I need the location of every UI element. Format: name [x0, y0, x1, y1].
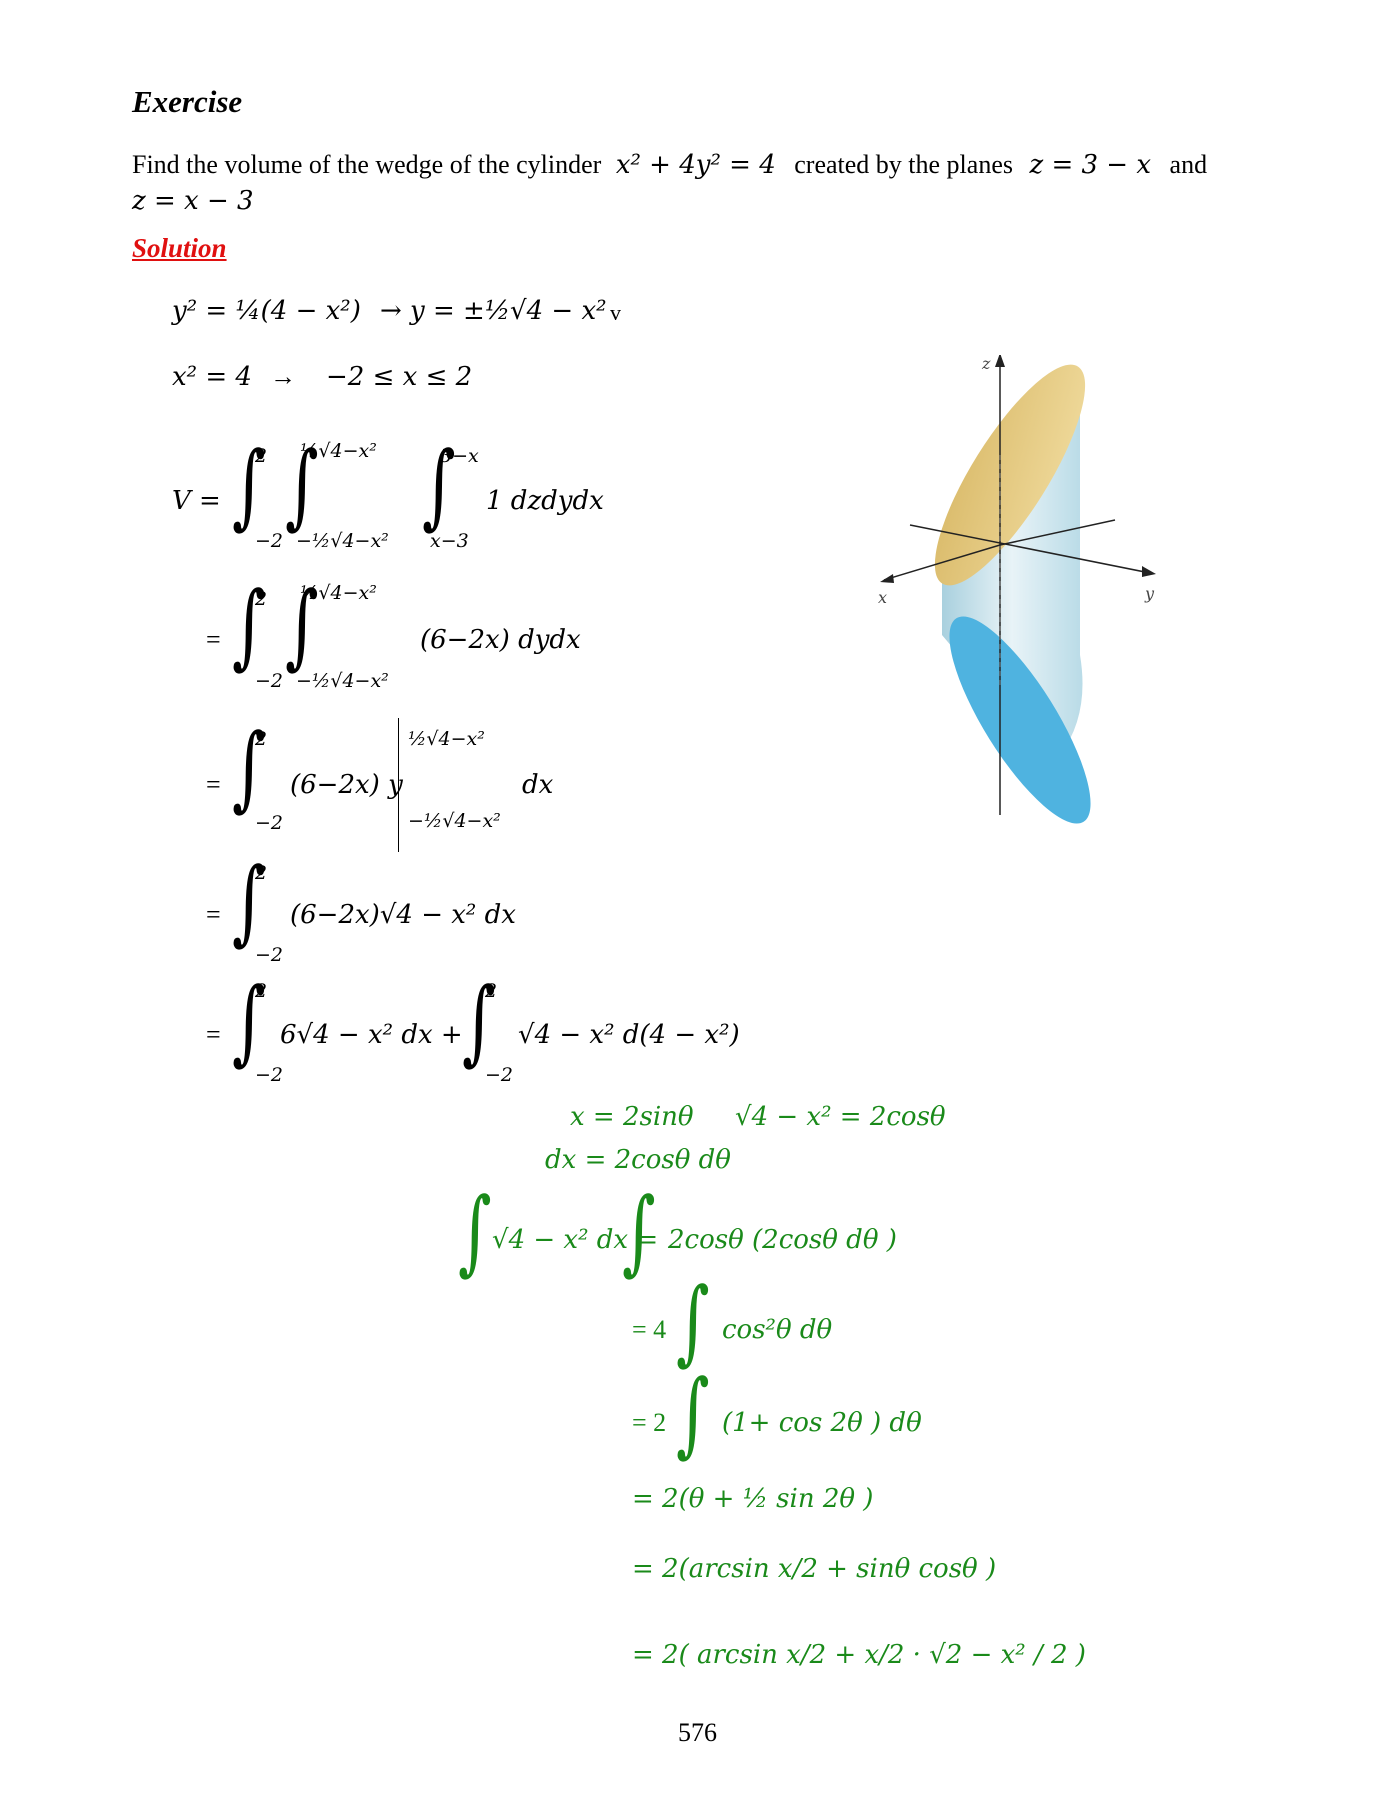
- bottom-face: [949, 616, 1091, 824]
- green-int-rhs: 2cosθ (2cosθ dθ ): [668, 1225, 897, 1255]
- evaluation-bar: [398, 718, 399, 852]
- axis-y-label: y: [1144, 584, 1155, 603]
- problem-line-1: Find the volume of the wedge of the cyli…: [132, 150, 1207, 180]
- axis-z-label: z: [981, 355, 991, 373]
- green-line-3-body: (1+ cos 2θ ) dθ: [722, 1408, 922, 1438]
- int5b-upper: 2: [485, 980, 498, 1002]
- problem-text-and: and: [1169, 150, 1208, 179]
- plane-one-equation: z = 3 − x: [1029, 150, 1152, 180]
- int3-upper: 2: [255, 728, 268, 750]
- x-axis-line: [883, 544, 1001, 581]
- exercise-heading: Exercise: [132, 84, 243, 119]
- int3-lower: −2: [255, 812, 284, 834]
- int-x-lower: −2: [255, 530, 284, 552]
- int-z-upper: 3−x: [440, 445, 479, 467]
- integrand-1: 1 dzdydx: [486, 486, 604, 516]
- x-range: −2 ≤ x ≤ 2: [326, 362, 473, 392]
- x-squared-equation: x² = 4: [172, 362, 252, 392]
- int2-x-lower: −2: [255, 670, 284, 692]
- integrand-4: (6−2x)√4 − x² dx: [290, 900, 516, 930]
- y-check-mark: v: [610, 300, 621, 325]
- int-y-lower: −½√4−x²: [296, 530, 389, 552]
- green-line-2-body: cos²θ dθ: [722, 1315, 833, 1345]
- green-line-6: = 2( arcsin x/2 + x/2 · √2 − x² / 2 ): [632, 1640, 1086, 1670]
- cylinder-wedge-figure: z x y: [878, 355, 1156, 824]
- int-z-lower: x−3: [430, 530, 469, 552]
- integral-sign-x: ∫: [232, 432, 266, 539]
- y-axis-line: [909, 524, 1151, 574]
- green-int-lhs: √4 − x² dx =: [492, 1225, 659, 1255]
- integral-sign-z: ∫: [422, 432, 456, 539]
- int-x-upper: 2: [255, 445, 268, 467]
- int2-y-upper: ½√4−x²: [300, 582, 377, 604]
- int5b-lower: −2: [485, 1064, 514, 1086]
- int2-y-lower: −½√4−x²: [296, 670, 389, 692]
- green-line-2-coef: = 4: [632, 1315, 667, 1344]
- eval-lower: −½√4−x²: [408, 810, 501, 832]
- x-arrowhead: [880, 574, 894, 583]
- int5a-upper: 2: [255, 980, 268, 1002]
- integrand-2: (6−2x) dydx: [420, 625, 581, 655]
- plane-two-equation: z = x − 3: [132, 186, 254, 216]
- equals-4: =: [206, 900, 221, 929]
- problem-text-prefix: Find the volume of the wedge of the cyli…: [132, 150, 602, 179]
- integral-sign-2a: ∫: [232, 572, 266, 679]
- axis-x-label: x: [878, 588, 887, 607]
- equals-3: =: [206, 770, 221, 799]
- green-line-3-coef: = 2: [632, 1408, 667, 1437]
- sub-x: x = 2sinθ: [570, 1102, 694, 1132]
- problem-text-mid: created by the planes: [794, 150, 1013, 179]
- page-number: 576: [678, 1718, 717, 1747]
- int5a-lower: −2: [255, 1064, 284, 1086]
- y-squared-equation: y² = ¼(4 − x²): [172, 296, 361, 326]
- equals-5: =: [206, 1020, 221, 1049]
- sub-root: √4 − x² = 2cosθ: [735, 1102, 946, 1132]
- y-axis-front: [999, 519, 1116, 546]
- integrand-3: (6−2x) y: [290, 770, 403, 800]
- sub-dx: dx = 2cosθ dθ: [545, 1145, 731, 1175]
- x-arrow: →: [270, 362, 296, 391]
- green-integral-4: ∫: [676, 1360, 710, 1467]
- green-integral-2: ∫: [622, 1178, 656, 1285]
- top-face: [934, 364, 1086, 586]
- y-solution: → y = ±½√4 − x²: [380, 296, 607, 326]
- green-integral-3: ∫: [676, 1268, 710, 1375]
- integral-sign-2b: ∫: [285, 572, 319, 679]
- solution-label: Solution: [132, 233, 227, 263]
- integral-sign-5b: ∫: [462, 968, 496, 1075]
- cylinder-equation: x² + 4y² = 4: [615, 150, 776, 180]
- equals-2: =: [206, 625, 221, 654]
- integral-sign-4: ∫: [232, 848, 266, 955]
- int-y-upper: ½√4−x²: [300, 440, 377, 462]
- int2-x-upper: 2: [255, 588, 268, 610]
- volume-label: V =: [172, 486, 221, 516]
- integrand-5b: √4 − x² d(4 − x²): [518, 1020, 740, 1050]
- integrand-3-dx: dx: [522, 770, 554, 800]
- eval-upper: ½√4−x²: [408, 728, 485, 750]
- integral-sign-3: ∫: [232, 714, 266, 821]
- integrand-5a: 6√4 − x² dx +: [280, 1020, 463, 1050]
- z-arrowhead: [995, 355, 1005, 367]
- y-arrowhead: [1142, 566, 1156, 577]
- int4-upper: 2: [255, 862, 268, 884]
- green-integral-1: ∫: [458, 1178, 492, 1285]
- integral-sign-y: ∫: [285, 432, 319, 539]
- green-line-5: = 2(arcsin x/2 + sinθ cosθ ): [632, 1554, 997, 1584]
- green-line-4: = 2(θ + ½ sin 2θ ): [632, 1484, 874, 1514]
- int4-lower: −2: [255, 944, 284, 966]
- integral-sign-5a: ∫: [232, 968, 266, 1075]
